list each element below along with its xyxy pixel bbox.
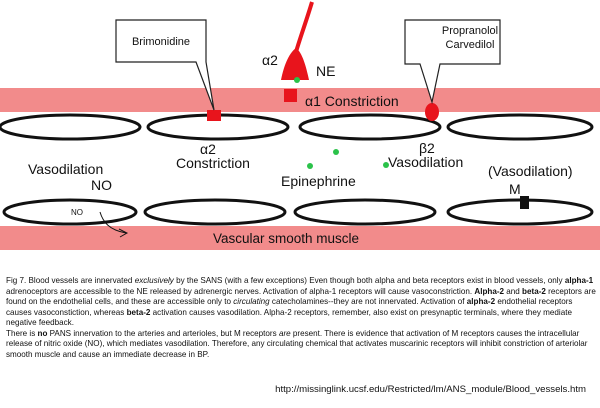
- epinephrine-molecule: [307, 163, 313, 169]
- endothelial-cell: [298, 113, 442, 141]
- caption-paragraph-2: There is no PANS innervation to the arte…: [6, 328, 588, 359]
- blood-vessel-diagram: Brimonidine Propranolol Carvedilol α2 NE…: [0, 1, 600, 250]
- epinephrine-molecule: [383, 162, 389, 168]
- lower-muscle-band: [0, 226, 600, 250]
- figure-label: Fig 7.: [6, 276, 27, 285]
- propranolol-label: Propranolol: [442, 25, 498, 37]
- beta2-receptor: [425, 103, 439, 121]
- no-arrow: [99, 211, 127, 234]
- vasodilation-left-label: Vasodilation: [28, 161, 103, 177]
- ne-label: NE: [316, 63, 335, 79]
- endothelial-cell: [293, 198, 437, 226]
- constriction-label: Constriction: [176, 155, 250, 171]
- caption-paragraph-1: Fig 7. Blood vessels are innervated excl…: [6, 276, 596, 327]
- beta2-label: β2: [419, 140, 435, 156]
- ne-molecule: [294, 77, 300, 83]
- propranolol-callout: [404, 19, 501, 105]
- endothelial-cell: [0, 113, 142, 141]
- no-small-label: NO: [71, 208, 83, 217]
- m-receptor: [520, 196, 529, 209]
- endothelial-cell: [446, 113, 594, 141]
- no-left-label: NO: [91, 177, 112, 193]
- endothelial-cell: [2, 198, 138, 226]
- m-receptor-label: M: [509, 181, 521, 197]
- upper-muscle-band: [0, 88, 600, 112]
- nerve-terminal: [281, 48, 309, 80]
- epinephrine-label: Epinephrine: [281, 173, 356, 189]
- alpha2-mid-label: α2: [200, 141, 216, 157]
- vascular-smooth-muscle-label: Vascular smooth muscle: [213, 231, 359, 246]
- no-arrow-head: [118, 228, 129, 238]
- nerve-axon: [294, 1, 314, 53]
- epinephrine-molecule: [333, 149, 339, 155]
- vasodilation-mid-label: Vasodilation: [388, 154, 463, 170]
- carvedilol-label: Carvedilol: [446, 39, 495, 51]
- brimonidine-callout: [115, 19, 215, 111]
- figure-caption: Fig 7. Blood vessels are innervated excl…: [6, 276, 596, 360]
- alpha1-receptor: [284, 89, 297, 102]
- endothelial-cell: [143, 198, 287, 226]
- brimonidine-label: Brimonidine: [132, 36, 190, 48]
- source-url[interactable]: http://missinglink.ucsf.edu/Restricted/l…: [275, 384, 586, 395]
- vasodilation-paren-label: (Vasodilation): [488, 163, 573, 179]
- alpha1-constriction-label: α1 Constriction: [305, 93, 399, 109]
- alpha2-top-label: α2: [262, 52, 278, 68]
- alpha2-receptor: [207, 110, 221, 121]
